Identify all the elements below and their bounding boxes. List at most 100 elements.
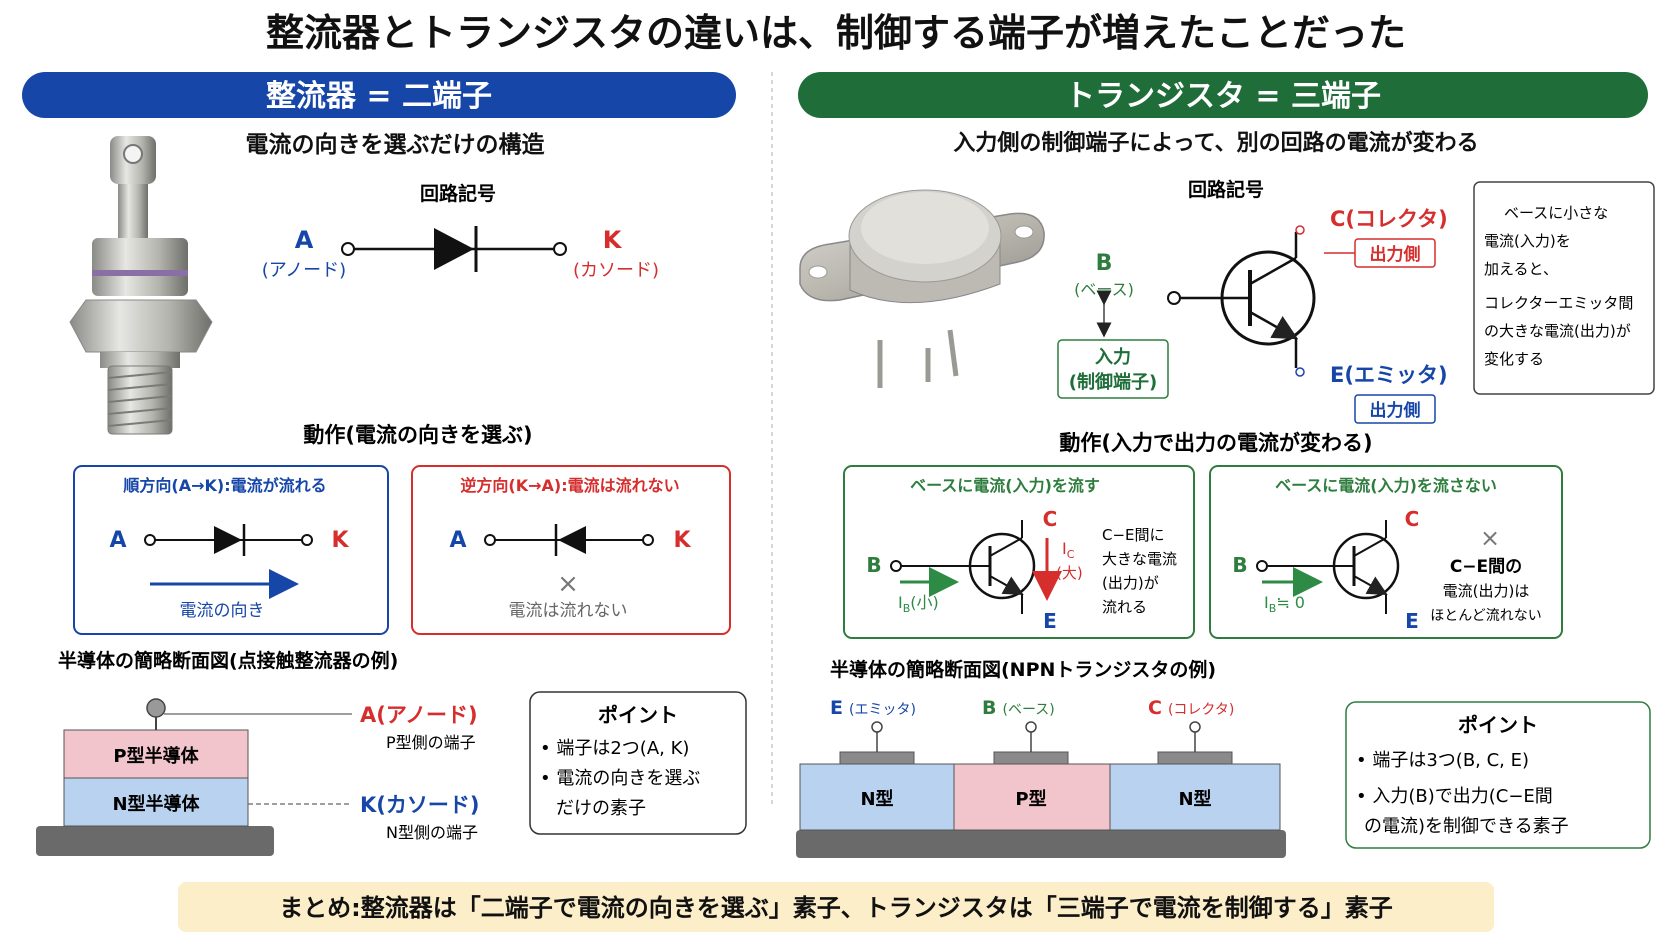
p-layer-label: P型半導体 [113,745,199,767]
on-desc-1: C−E間に [1102,526,1165,544]
anode-letter: A [295,226,314,254]
output-c-text: 出力側 [1370,244,1421,265]
input-line1: 入力 [1095,347,1131,368]
cs-b-letter: B [982,697,996,719]
right-op-title: 動作(入力で出力の電流が変わる) [1059,431,1372,455]
on-c: C [1043,507,1058,531]
p-label: P型 [1015,788,1046,810]
forward-caption: 電流の向き [180,601,265,621]
svg-text:C(コレクタ): C (コレクタ) [1148,697,1234,719]
note-line-3: 加えると、 [1484,260,1558,278]
reverse-caption: 電流は流れない [509,601,628,621]
input-line2: (制御端子) [1069,371,1157,393]
transistor-photo [799,189,1045,388]
note-line-4: コレクターエミッタ間 [1484,294,1633,312]
on-desc-2: 大きな電流 [1102,550,1177,568]
svg-text:E(エミッタ): E (エミッタ) [830,697,916,719]
summary-text: まとめ:整流器は「二端子で電流の向きを選ぶ」素子、トランジスタは「三端子で電流を… [279,894,1393,922]
cs-e-letter: E [830,697,843,719]
cs-c-name: (コレクタ) [1168,702,1234,718]
reverse-cross: × [557,569,579,599]
off-b: B [1232,553,1247,577]
cs-b-name: (ベース) [1002,702,1054,718]
transistor-symbol [1167,225,1316,377]
off-box: ベースに電流(入力)を流さない B C E IB≒ 0 × C−E間の 電流(出… [1209,465,1563,639]
off-desc-3: ほとんど流れない [1430,608,1542,624]
off-c: C [1405,507,1420,531]
left-point-3: だけの素子 [556,798,646,819]
summary-bar [178,882,1494,932]
note-line-5: の大きな電流(出力)が [1484,322,1631,340]
right-point-3: の電流)を制御できる素子 [1364,816,1569,837]
on-desc-4: 流れる [1102,598,1147,616]
b-terminal-letter: B [1096,251,1113,276]
symbol-label-right: 回路記号 [1188,178,1264,201]
left-section-title: 半導体の簡略断面図(点接触整流器の例) [58,649,398,672]
on-box: ベースに電流(入力)を流す B C E IB(小) IC (大) C−E間に 大… [843,465,1195,639]
left-point-1: • 端子は2つ(A, K) [540,738,689,759]
right-subtitle: 入力側の制御端子によって、別の回路の電流が変わる [953,130,1478,156]
note-box: ベースに小さな 電流(入力)を 加えると、 コレクターエミッタ間 の大きな電流(… [1473,181,1655,395]
on-ib: I [898,593,903,612]
npn-cross-section: N型 P型 N型 [796,721,1286,858]
on-title: ベースに電流(入力)を流す [910,476,1100,495]
left-point-2: • 電流の向きを選ぶ [540,768,700,789]
diode-cross-section: P型半導体 N型半導体 [36,698,352,856]
cathode-letter: K [603,226,623,254]
reverse-k: K [673,528,691,553]
off-desc-1: C−E間の [1450,557,1522,577]
forward-k: K [331,528,349,553]
diode-photo [69,136,213,435]
left-banner [22,72,736,118]
forward-title: 順方向(A→K):電流が流れる [122,476,326,495]
n-layer-label: N型半導体 [112,793,200,815]
input-box [1057,339,1169,399]
svg-text:IB(小): IB(小) [898,593,939,615]
output-e-box [1354,394,1436,424]
off-e: E [1405,609,1419,633]
off-ib-rest: ≒ 0 [1276,593,1305,612]
reverse-title: 逆方向(K→A):電流は流れない [460,476,679,495]
left-point-box: ポイント • 端子は2つ(A, K) • 電流の向きを選ぶ だけの素子 [529,691,747,835]
off-ib: I [1264,593,1269,612]
left-subtitle: 電流の向きを選ぶだけの構造 [246,131,546,158]
cs-cathode-label: K(カソード) [360,793,479,817]
right-point-title: ポイント [1458,713,1538,737]
anode-name: (アノード) [262,260,346,281]
page-title: 整流器とトランジスタの違いは、制御する端子が増えたことだった [266,11,1406,55]
right-point-2: • 入力(B)で出力(C−E間 [1356,786,1553,807]
cs-anode-side: P型側の端子 [386,733,476,752]
n1-label: N型 [860,788,893,810]
cs-c-letter: C [1148,697,1162,719]
cs-anode-label: A(アノード) [360,703,478,727]
note-line-6: 変化する [1484,350,1544,368]
diode-symbol [341,226,567,272]
symbol-label-left: 回路記号 [420,182,496,205]
on-b: B [866,553,881,577]
n2-label: N型 [1178,788,1211,810]
cathode-name: (カソード) [573,260,659,281]
svg-text:B(ベース): B (ベース) [982,697,1055,719]
reverse-box: 逆方向(K→A):電流は流れない A K × 電流は流れない [411,465,731,635]
right-point-box: ポイント • 端子は3つ(B, C, E) • 入力(B)で出力(C−E間 の電… [1345,701,1651,849]
on-ic-sub: C [1067,548,1075,561]
right-point-1: • 端子は3つ(B, C, E) [1356,750,1529,771]
left-banner-text: 整流器 = 二端子 [266,79,492,114]
right-panel: トランジスタ = 三端子 入力側の制御端子によって、別の回路の電流が変わる 回路… [796,72,1655,858]
forward-box: 順方向(A→K):電流が流れる A K 電流の向き [73,465,389,635]
left-point-title: ポイント [598,703,678,727]
note-line-1: ベースに小さな [1504,204,1608,222]
right-banner-text: トランジスタ = 三端子 [1065,79,1381,114]
left-op-title: 動作(電流の向きを選ぶ) [303,423,532,447]
e-terminal-label: E(エミッタ) [1330,363,1448,387]
on-e: E [1043,609,1057,633]
on-ic: I [1062,539,1067,558]
off-desc-2: 電流(出力)は [1443,582,1530,600]
svg-text:IB≒ 0: IB≒ 0 [1264,593,1305,615]
b-terminal-name: (ベース) [1074,280,1134,299]
off-cross: × [1480,524,1500,552]
cs-e-name: (エミッタ) [849,702,916,718]
on-ic-big: (大) [1056,564,1083,582]
svg-text:IC: IC [1062,539,1075,561]
